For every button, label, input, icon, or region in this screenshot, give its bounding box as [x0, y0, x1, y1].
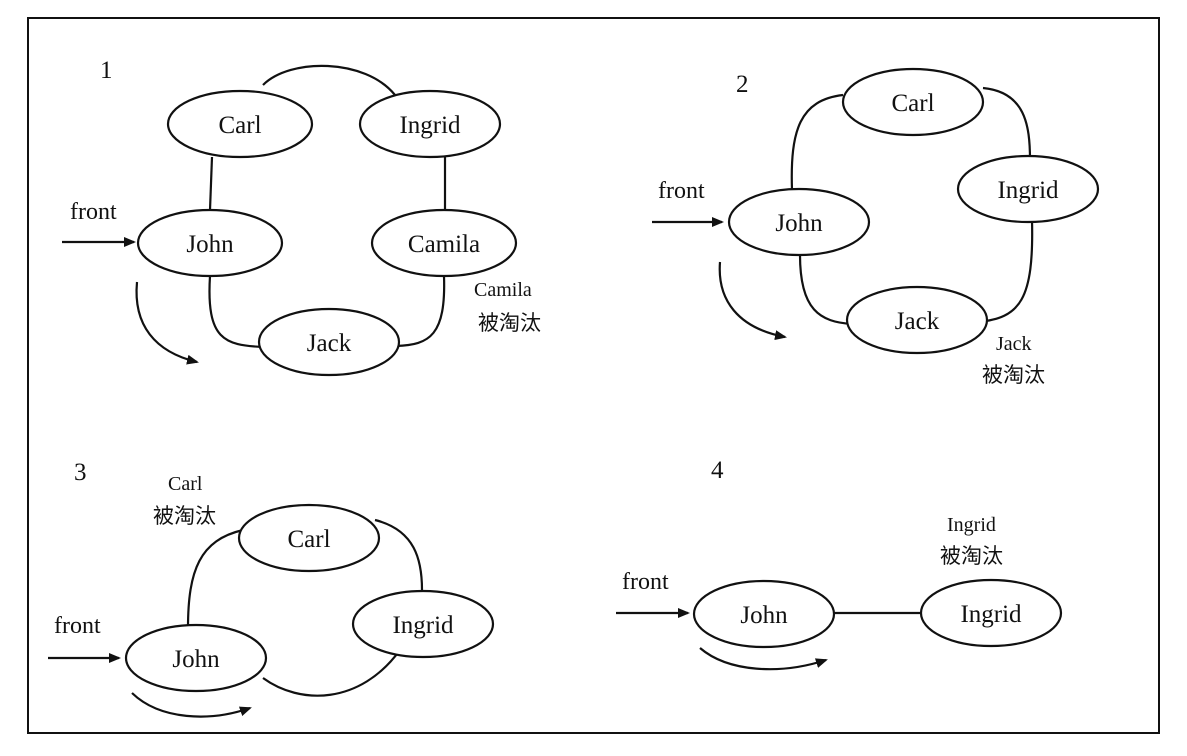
- link-john-jack: [208, 275, 263, 349]
- node-label-jack: Jack: [895, 308, 940, 335]
- node-jack: [257, 307, 401, 377]
- front-label: front: [622, 569, 669, 595]
- link-carl-john: [790, 93, 844, 191]
- link-carl-john: [186, 528, 244, 629]
- node-label-jack: Jack: [307, 330, 352, 357]
- eliminated-suffix: 被淘汰: [153, 504, 216, 528]
- node-label-carl: Carl: [287, 526, 330, 553]
- node-label-john: John: [775, 210, 823, 237]
- rotation-arrow: [718, 261, 787, 341]
- rotation-arrow: [135, 281, 199, 365]
- node-label-john: John: [740, 602, 788, 629]
- step-number: 4: [711, 457, 724, 484]
- node-label-john: John: [172, 646, 220, 673]
- node-label-ingrid: Ingrid: [960, 601, 1022, 628]
- node-jack: [845, 285, 989, 355]
- eliminated-suffix: 被淘汰: [478, 311, 541, 335]
- step-number: 2: [736, 71, 749, 98]
- node-label-carl: Carl: [218, 112, 261, 139]
- step-number: 3: [74, 459, 87, 486]
- node-label-ingrid: Ingrid: [392, 612, 454, 639]
- node-label-john: John: [186, 231, 234, 258]
- node-ingrid: [358, 89, 502, 159]
- node-camila: [370, 208, 518, 278]
- link-carl-ingrid: [982, 86, 1032, 161]
- node-ingrid: [919, 578, 1063, 648]
- eliminated-suffix: 被淘汰: [982, 363, 1045, 387]
- front-label: front: [658, 178, 705, 204]
- eliminated-name: Jack: [996, 333, 1032, 355]
- stage-3: [48, 503, 495, 718]
- node-label-camila: Camila: [408, 231, 480, 258]
- rotation-arrow: [131, 692, 252, 718]
- stage-2: [652, 67, 1100, 355]
- node-ingrid: [351, 589, 495, 659]
- link-carl-john: [208, 156, 214, 211]
- eliminated-suffix: 被淘汰: [940, 544, 1003, 568]
- node-carl: [237, 503, 381, 573]
- node-john: [727, 187, 871, 257]
- node-label-carl: Carl: [891, 90, 934, 117]
- node-john: [692, 579, 836, 649]
- link-camila-jack: [395, 275, 446, 348]
- stage-1: [62, 64, 518, 377]
- step-number: 1: [100, 57, 113, 84]
- link-john-ingrid: [262, 649, 401, 697]
- node-carl: [841, 67, 985, 137]
- link-carl-ingrid: [262, 64, 396, 96]
- link-ingrid-jack: [977, 219, 1034, 324]
- node-carl: [166, 89, 314, 159]
- eliminated-name: Carl: [168, 473, 203, 495]
- front-label: front: [70, 199, 117, 225]
- eliminated-name: Ingrid: [947, 514, 996, 536]
- stage-4: [616, 578, 1063, 671]
- rotation-arrow: [699, 647, 828, 671]
- eliminated-name: Camila: [474, 279, 532, 301]
- node-label-ingrid: Ingrid: [997, 177, 1059, 204]
- node-ingrid: [956, 154, 1100, 224]
- node-label-ingrid: Ingrid: [399, 112, 461, 139]
- link-carl-ingrid: [374, 518, 424, 591]
- node-john: [124, 623, 268, 693]
- link-john-jack: [798, 254, 853, 326]
- diagram-frame: [27, 17, 1160, 734]
- node-john: [136, 208, 284, 278]
- front-label: front: [54, 613, 101, 639]
